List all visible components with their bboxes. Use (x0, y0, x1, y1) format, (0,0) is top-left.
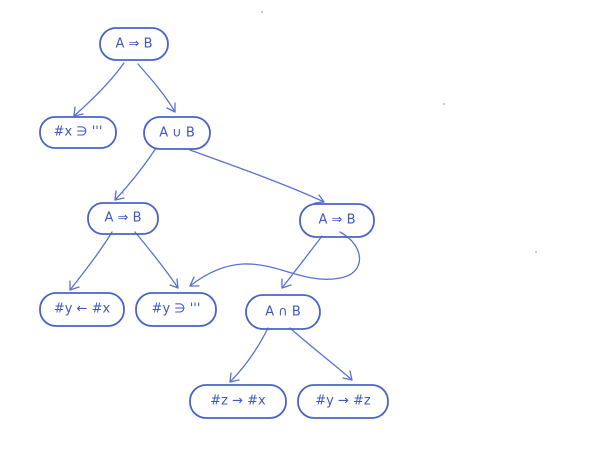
edge-n3-n4 (114, 147, 157, 201)
stray-dot (443, 103, 445, 105)
edge-n1-n2 (73, 62, 125, 117)
edges (69, 62, 361, 383)
edge-n3-n5 (189, 149, 325, 204)
edge-n8-n9 (229, 327, 269, 383)
node-label: #x ∋ ''' (54, 125, 103, 140)
stray-dot (261, 11, 263, 13)
node-y-to-z: #y → #z (297, 384, 389, 419)
node-y-from-x: #y ← #x (39, 292, 125, 327)
edge-n4-n7 (134, 231, 179, 289)
node-y-contains: #y ∋ ''' (135, 292, 217, 327)
node-label: A ⇒ B (116, 37, 153, 52)
node-a-intersect-b: A ∩ B (245, 294, 321, 330)
stray-dot (535, 251, 537, 253)
node-label: A ⇒ B (105, 211, 142, 226)
edge-n1-n3 (137, 63, 176, 113)
node-label: #y ∋ ''' (152, 302, 201, 317)
node-label: #y → #z (315, 394, 371, 409)
node-x-contains: #x ∋ ''' (39, 116, 117, 149)
node-a-union-b: A ∪ B (143, 116, 211, 150)
edge-n4-n6 (69, 231, 113, 291)
node-label: A ∩ B (265, 305, 301, 320)
edge-n5-n8 (281, 235, 323, 289)
node-a-implies-b-left: A ⇒ B (87, 202, 159, 235)
node-a-implies-b-root: A ⇒ B (99, 27, 169, 61)
node-label: A ∪ B (159, 126, 195, 141)
node-a-implies-b-right: A ⇒ B (299, 203, 375, 238)
node-label: #y ← #x (54, 302, 111, 317)
edge-n5-n7 (189, 231, 361, 287)
node-z-to-x: #z → #x (189, 384, 287, 419)
node-label: A ⇒ B (319, 213, 356, 228)
node-label: #z → #x (210, 394, 266, 409)
edge-n8-n10 (289, 327, 353, 381)
